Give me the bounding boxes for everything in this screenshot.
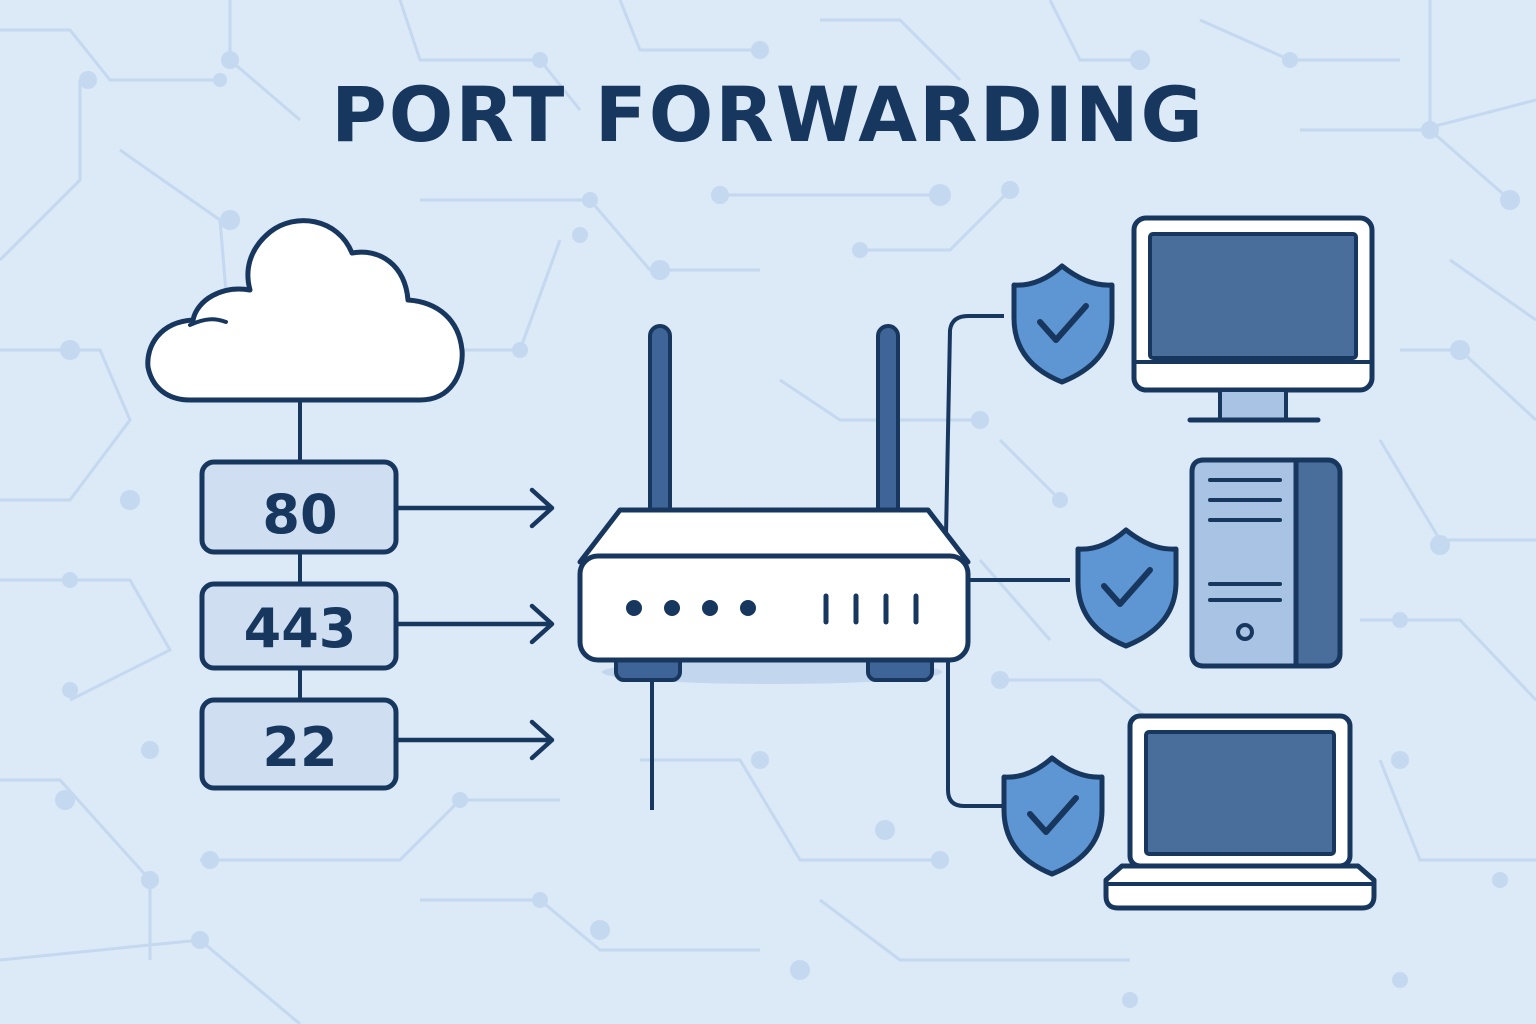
circuit-nodes	[55, 41, 1520, 1008]
desktop-monitor-icon	[1131, 215, 1375, 423]
port-box-22: 22	[199, 697, 399, 791]
router-icon	[577, 324, 971, 810]
router-antenna-left	[648, 324, 672, 524]
port-label-80: 80	[262, 483, 337, 546]
laptop-icon	[1103, 713, 1377, 911]
shield-check-icon	[1075, 527, 1179, 649]
port-label-443: 443	[244, 597, 357, 660]
tower-server-icon	[1189, 457, 1343, 669]
port-label-22: 22	[262, 716, 337, 779]
diagram-title: PORT FORWARDING	[331, 70, 1205, 159]
arrow-port-22	[395, 719, 555, 761]
router-status-lights	[626, 600, 756, 616]
port-box-80: 80	[199, 459, 399, 555]
shield-check-icon	[1011, 263, 1115, 385]
port-box-443: 443	[199, 581, 399, 671]
arrow-port-443	[395, 603, 555, 645]
router-ports	[823, 593, 919, 625]
device-connections	[944, 314, 1070, 808]
router-antenna-right	[876, 324, 900, 524]
cloud-icon	[145, 218, 465, 403]
shield-check-icon	[1001, 755, 1105, 877]
arrow-port-80	[395, 487, 555, 529]
